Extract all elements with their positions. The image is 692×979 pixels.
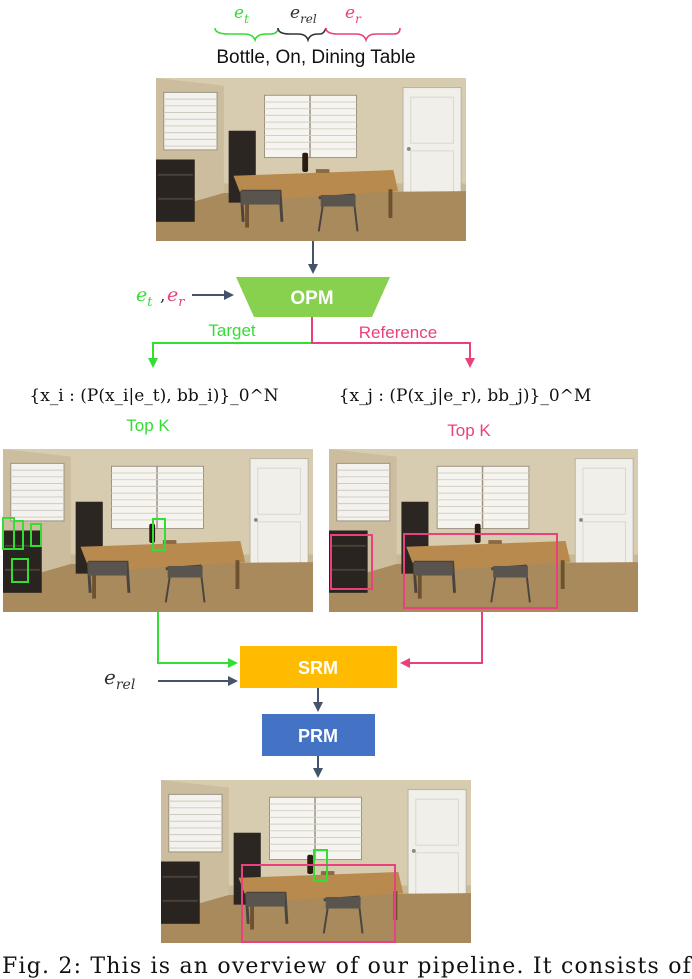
opm-input-comma: , [160,286,165,306]
output-image [161,780,471,943]
query-sentence: Bottle, On, Dining Table [216,47,415,68]
prm-label: PRM [298,726,338,746]
output-reference-box [241,864,396,943]
arrow-reference-to-srm [400,612,483,668]
opm-block [236,277,390,317]
target-box [152,518,166,551]
arrow-target-to-srm [157,612,238,668]
input-image [156,78,466,241]
reference-label: Reference [359,323,437,342]
reference-topk-label: Top K [447,421,491,440]
figure-caption-text: Fig. 2: This is an overview of our pipel… [2,954,692,979]
target-candidates-image [2,449,313,612]
target-box [13,520,24,550]
figure-caption: Fig. 2: This is an overview of our pipel… [0,950,691,979]
target-label: Target [208,321,256,340]
reference-candidates-image [329,449,638,612]
reference-box [330,534,373,590]
query-reference-entity: er [345,3,362,26]
reference-candidate-set: {x_j : (P(x_j|e_r), bb_j)}_0^M [339,386,592,406]
reference-box [403,533,558,609]
srm-label: SRM [298,658,338,678]
arrow-reference-branch [311,317,475,368]
opm-label: OPM [290,288,333,309]
target-box [11,558,29,583]
srm-input-relation: erel [104,665,135,693]
prm-block [262,714,375,756]
opm-input-reference: er [167,284,185,310]
query-braces [214,27,401,43]
target-topk-label: Top K [126,416,170,435]
query-target-entity: et [234,3,249,26]
srm-block [240,646,397,688]
pipeline-diagram: et erel er Bottle, On, Dining Table OPM … [2,3,638,943]
target-box [30,523,42,547]
query-relation-entity: erel [290,3,317,26]
target-candidate-set: {x_i : (P(x_i|e_t), bb_i)}_0^N [29,386,278,406]
opm-input-target: et [136,284,153,310]
